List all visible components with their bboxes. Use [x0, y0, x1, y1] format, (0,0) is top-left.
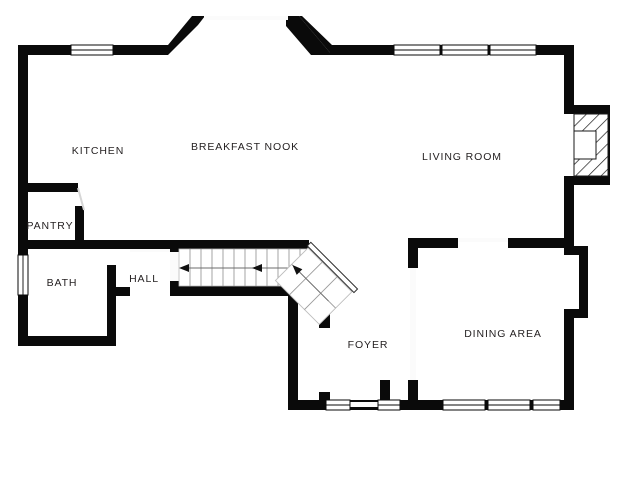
room-label-kitchen: KITCHEN	[71, 145, 125, 157]
window-kitchen-north	[70, 44, 114, 56]
window-living-north-b	[441, 44, 489, 56]
stair-arrow-upper	[252, 264, 262, 272]
wall-openings	[130, 16, 508, 407]
room-label-living-room: LIVING ROOM	[422, 151, 502, 163]
window-dining-south-c	[532, 399, 561, 411]
stair-arrow-lower	[179, 264, 189, 272]
window-living-north-c	[489, 44, 537, 56]
room-label-hall: HALL	[129, 273, 159, 285]
door-pantry	[77, 187, 85, 211]
fireplace	[573, 113, 609, 177]
windows	[17, 44, 561, 411]
window-dining-south-a	[442, 399, 486, 411]
room-label-pantry: PANTRY	[26, 220, 74, 232]
room-label-breakfast-nook: BREAKFAST NOOK	[190, 141, 300, 153]
room-label-bath: BATH	[46, 277, 78, 289]
stair-winder	[274, 241, 359, 326]
window-living-north-a	[393, 44, 441, 56]
window-bath-west	[17, 254, 29, 296]
window-foyer-south-b	[377, 399, 401, 411]
window-dining-south-b	[487, 399, 531, 411]
stair-arrow-winder	[292, 264, 303, 275]
room-label-foyer: FOYER	[347, 339, 389, 351]
window-foyer-south-a	[325, 399, 351, 411]
room-label-dining-area: DINING AREA	[464, 328, 542, 340]
